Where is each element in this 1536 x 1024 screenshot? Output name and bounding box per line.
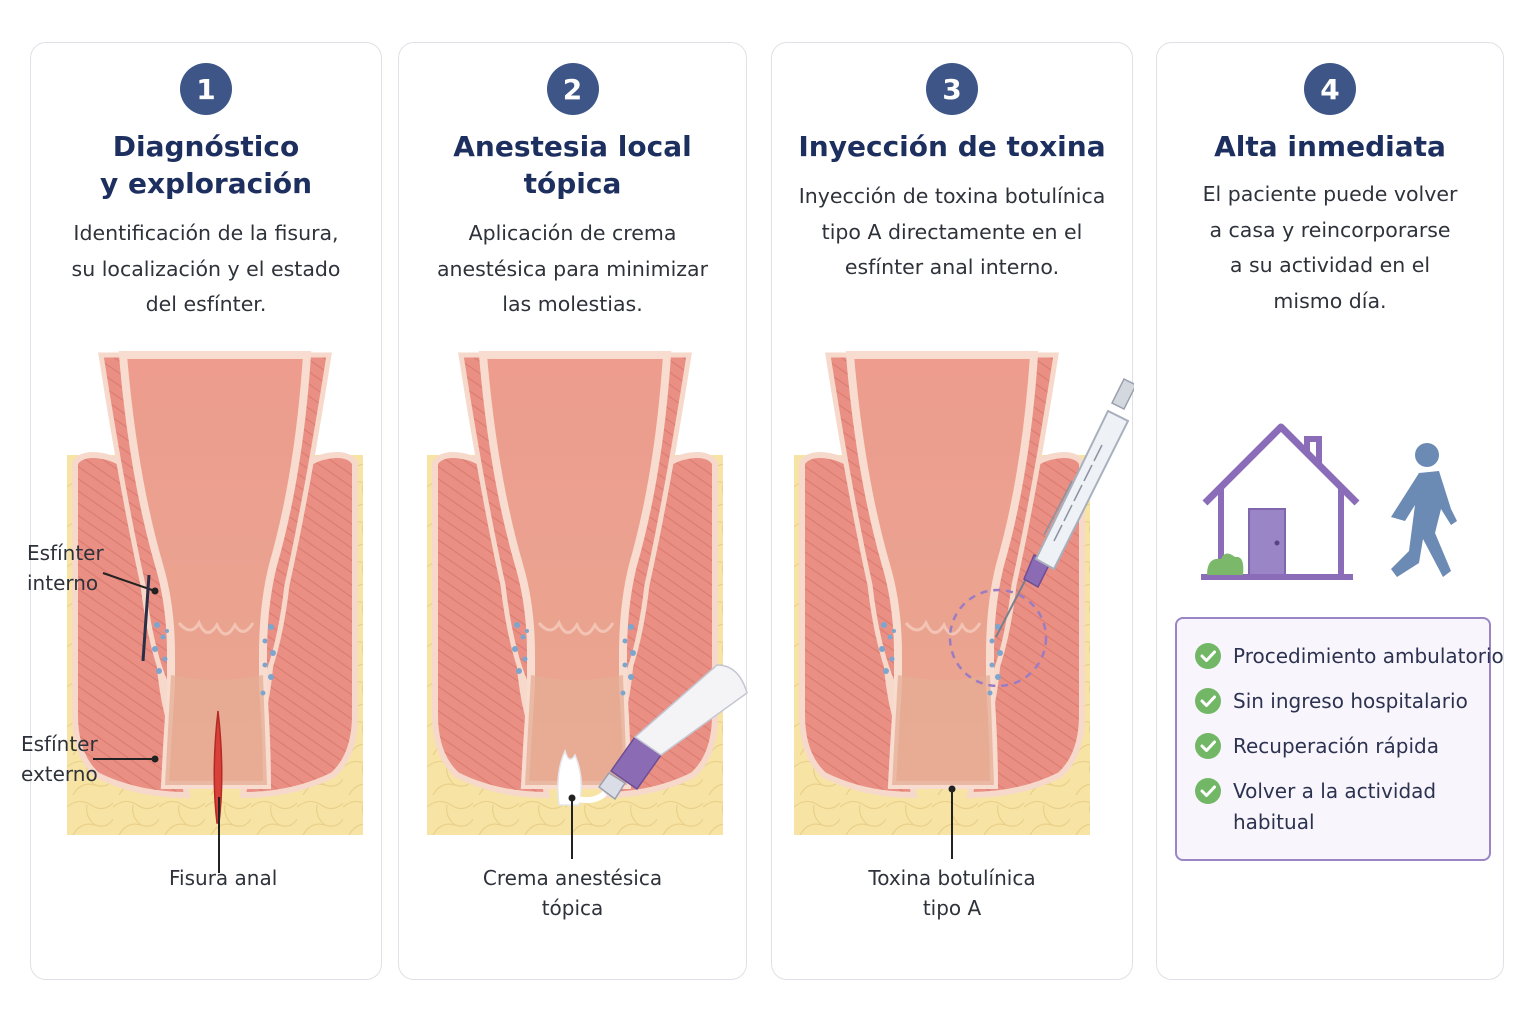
walking-person-icon	[1391, 443, 1457, 577]
check-icon	[1195, 643, 1221, 669]
check-icon	[1195, 688, 1221, 714]
check-icon	[1195, 778, 1221, 804]
step-title: Alta inmediata	[1214, 130, 1446, 163]
benefit-item: Procedimiento ambulatorio	[1195, 641, 1504, 672]
label-anal-fissure: Fisura anal	[169, 866, 278, 890]
step-description: Identificación de la fisura,su localizac…	[71, 221, 341, 316]
step-number-badge: 4	[1304, 63, 1356, 115]
step-number-badge: 2	[546, 63, 599, 115]
step-number-badge: 3	[926, 63, 978, 115]
check-icon	[1195, 733, 1221, 759]
internal-sphincter-pointer	[102, 572, 156, 592]
injection-target-circle	[948, 588, 1048, 688]
house-icon	[1201, 423, 1360, 580]
syringe-icon	[995, 377, 1134, 638]
step-card-discharge: 4 Alta inmediata El paciente puede volve…	[1156, 42, 1504, 980]
benefit-item: Recuperación rápida	[1195, 731, 1439, 762]
anal-anatomy-illustration	[399, 43, 748, 859]
discharge-illustration	[1201, 423, 1457, 580]
cream-applied	[557, 748, 582, 806]
step-title: Inyección de toxina	[798, 130, 1106, 163]
anal-fissure-mark	[213, 710, 223, 824]
step-card-injection: 3 Inyección de toxina Inyección de toxin…	[771, 42, 1134, 980]
cream-tube-icon	[597, 664, 748, 801]
anal-anatomy-illustration	[31, 43, 383, 873]
benefit-item: Sin ingreso hospitalario	[1195, 686, 1468, 717]
step-number-badge: 1	[180, 63, 232, 115]
anal-anatomy-illustration	[772, 43, 1134, 859]
benefits-box: Procedimiento ambulatorio Sin ingreso ho…	[1175, 617, 1504, 861]
